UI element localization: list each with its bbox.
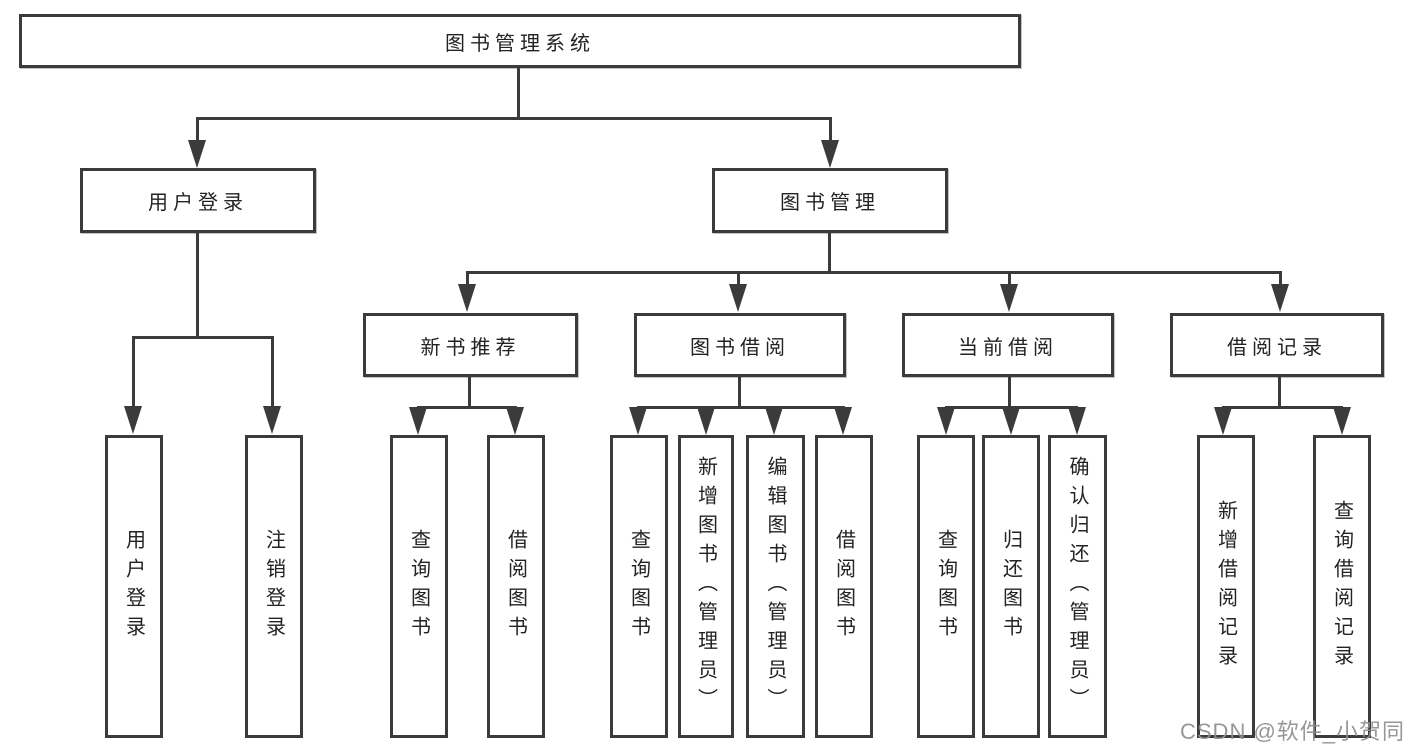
arrow-down-icon bbox=[409, 407, 427, 435]
connector-line bbox=[828, 233, 831, 274]
connector-line bbox=[637, 406, 845, 409]
connector-line bbox=[1008, 377, 1011, 409]
arrow-down-icon bbox=[834, 407, 852, 435]
node-book-management: 图书管理 bbox=[712, 168, 948, 233]
leaf-newbook-borrow: 借阅图书 bbox=[487, 435, 545, 738]
arrow-down-icon bbox=[821, 140, 839, 168]
node-current-borrow: 当前借阅 bbox=[902, 313, 1114, 377]
connector-line bbox=[738, 377, 741, 409]
connector-line bbox=[1279, 271, 1282, 287]
csdn-watermark: CSDN @软件_小贺同学 bbox=[1180, 719, 1405, 744]
arrow-down-icon bbox=[1271, 284, 1289, 312]
connector-line bbox=[829, 117, 832, 145]
leaf-borrow-borrow: 借阅图书 bbox=[815, 435, 873, 738]
leaf-logout-label: 注销登录 bbox=[262, 528, 285, 645]
connector-line bbox=[468, 377, 471, 409]
arrow-down-icon bbox=[697, 407, 715, 435]
arrow-down-icon bbox=[765, 407, 783, 435]
node-borrow-records-label: 借阅记录 bbox=[1227, 336, 1327, 359]
connector-line bbox=[466, 271, 1282, 274]
node-root: 图书管理系统 bbox=[19, 14, 1021, 68]
node-new-book-recommend-label: 新书推荐 bbox=[420, 336, 521, 359]
leaf-newbook-query: 查询图书 bbox=[390, 435, 448, 738]
leaf-borrow-edit-admin: 编辑图书（管理员） bbox=[746, 435, 805, 738]
leaf-current-query: 查询图书 bbox=[917, 435, 975, 738]
leaf-newbook-query-label: 查询图书 bbox=[407, 528, 430, 645]
connector-line bbox=[271, 336, 274, 410]
arrow-down-icon bbox=[1068, 407, 1086, 435]
connector-line bbox=[1278, 377, 1281, 409]
leaf-borrow-edit-admin-label: 编辑图书（管理员） bbox=[764, 456, 786, 717]
node-user-login: 用户登录 bbox=[80, 168, 316, 233]
leaf-logout: 注销登录 bbox=[245, 435, 303, 738]
leaf-records-query: 查询借阅记录 bbox=[1313, 435, 1371, 738]
connector-line bbox=[1222, 406, 1343, 409]
node-new-book-recommend: 新书推荐 bbox=[363, 313, 578, 377]
arrow-down-icon bbox=[1333, 407, 1351, 435]
arrow-down-icon bbox=[506, 407, 524, 435]
leaf-user-login-label: 用户登录 bbox=[122, 528, 145, 645]
connector-line bbox=[196, 233, 199, 339]
arrow-down-icon bbox=[124, 406, 142, 434]
leaf-current-return: 归还图书 bbox=[982, 435, 1040, 738]
connector-line bbox=[517, 68, 520, 120]
node-current-borrow-label: 当前借阅 bbox=[958, 336, 1058, 359]
connector-line bbox=[737, 271, 740, 287]
node-book-borrow: 图书借阅 bbox=[634, 313, 846, 377]
arrow-down-icon bbox=[188, 140, 206, 168]
arrow-down-icon bbox=[263, 406, 281, 434]
leaf-borrow-add-admin-label: 新增图书（管理员） bbox=[694, 456, 717, 717]
arrow-down-icon bbox=[729, 284, 747, 312]
node-user-login-label: 用户登录 bbox=[148, 192, 248, 214]
connector-line bbox=[196, 117, 832, 120]
connector-line bbox=[417, 406, 517, 409]
leaf-records-add: 新增借阅记录 bbox=[1197, 435, 1255, 738]
leaf-borrow-add-admin: 新增图书（管理员） bbox=[678, 435, 734, 738]
connector-line bbox=[1008, 271, 1011, 287]
leaf-records-add-label: 新增借阅记录 bbox=[1214, 499, 1237, 674]
leaf-current-query-label: 查询图书 bbox=[934, 528, 957, 645]
leaf-current-confirm-admin-label: 确认归还（管理员） bbox=[1066, 456, 1088, 717]
leaf-user-login: 用户登录 bbox=[105, 435, 163, 738]
node-book-management-label: 图书管理 bbox=[780, 192, 880, 214]
leaf-borrow-borrow-label: 借阅图书 bbox=[832, 528, 855, 645]
leaf-current-confirm-admin: 确认归还（管理员） bbox=[1048, 435, 1107, 738]
arrow-down-icon bbox=[458, 284, 476, 312]
connector-line bbox=[466, 271, 469, 287]
arrow-down-icon bbox=[1214, 407, 1232, 435]
leaf-borrow-query: 查询图书 bbox=[610, 435, 668, 738]
connector-line bbox=[132, 336, 135, 410]
arrow-down-icon bbox=[937, 407, 955, 435]
leaf-current-return-label: 归还图书 bbox=[999, 528, 1022, 645]
leaf-records-query-label: 查询借阅记录 bbox=[1330, 499, 1353, 674]
leaf-borrow-query-label: 查询图书 bbox=[627, 528, 650, 645]
connector-line bbox=[132, 336, 274, 339]
arrow-down-icon bbox=[1002, 407, 1020, 435]
connector-line bbox=[196, 117, 199, 145]
node-root-label: 图书管理系统 bbox=[445, 32, 595, 55]
node-book-borrow-label: 图书借阅 bbox=[690, 336, 790, 359]
leaf-newbook-borrow-label: 借阅图书 bbox=[504, 528, 527, 645]
arrow-down-icon bbox=[1000, 284, 1018, 312]
node-borrow-records: 借阅记录 bbox=[1170, 313, 1384, 377]
arrow-down-icon bbox=[629, 407, 647, 435]
